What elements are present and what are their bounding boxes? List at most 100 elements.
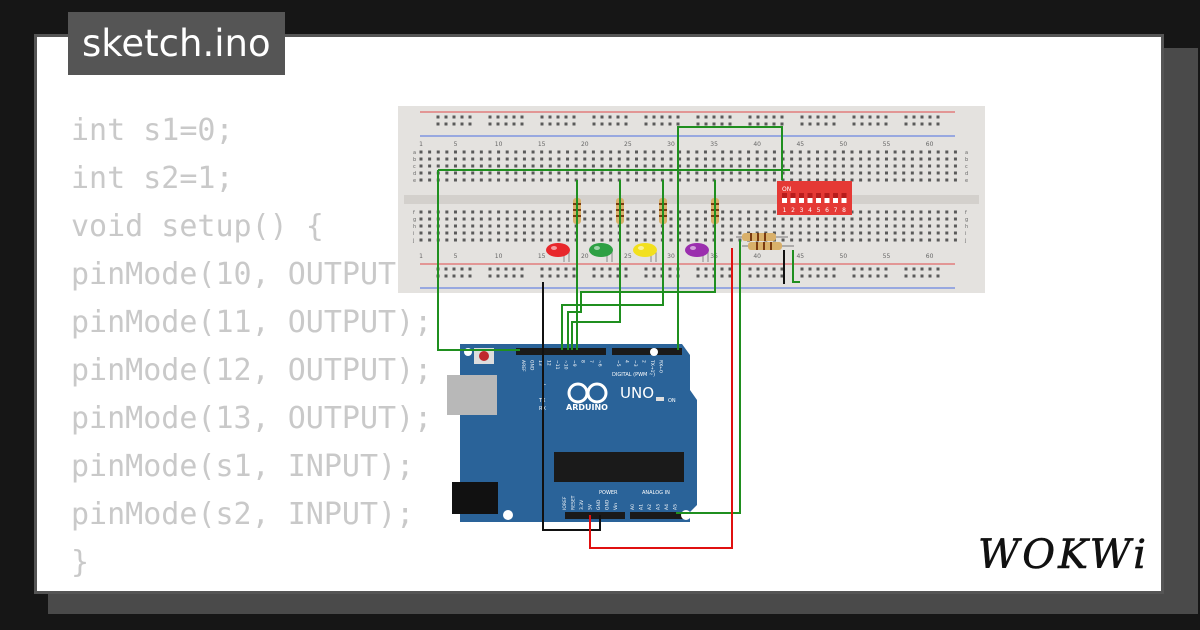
rail-hole[interactable] bbox=[444, 122, 448, 126]
breadboard-hole[interactable] bbox=[738, 210, 742, 214]
breadboard-hole[interactable] bbox=[859, 150, 863, 154]
breadboard-hole[interactable] bbox=[505, 157, 509, 161]
breadboard-hole[interactable] bbox=[721, 238, 725, 242]
rail-hole[interactable] bbox=[488, 115, 492, 119]
breadboard-hole[interactable] bbox=[893, 224, 897, 228]
rail-hole[interactable] bbox=[764, 274, 768, 278]
breadboard-hole[interactable] bbox=[919, 157, 923, 161]
breadboard-hole[interactable] bbox=[583, 210, 587, 214]
breadboard-hole[interactable] bbox=[643, 157, 647, 161]
breadboard-hole[interactable] bbox=[514, 178, 518, 182]
breadboard-hole[interactable] bbox=[764, 157, 768, 161]
breadboard-hole[interactable] bbox=[540, 178, 544, 182]
breadboard-hole[interactable] bbox=[884, 217, 888, 221]
breadboard-hole[interactable] bbox=[876, 171, 880, 175]
breadboard-hole[interactable] bbox=[479, 231, 483, 235]
breadboard-hole[interactable] bbox=[419, 150, 423, 154]
rail-hole[interactable] bbox=[884, 274, 888, 278]
breadboard-hole[interactable] bbox=[729, 171, 733, 175]
breadboard-hole[interactable] bbox=[583, 217, 587, 221]
rail-hole[interactable] bbox=[644, 122, 648, 126]
breadboard-hole[interactable] bbox=[557, 210, 561, 214]
rail-hole[interactable] bbox=[512, 122, 516, 126]
breadboard-hole[interactable] bbox=[712, 164, 716, 168]
breadboard-hole[interactable] bbox=[445, 178, 449, 182]
rail-hole[interactable] bbox=[644, 267, 648, 271]
breadboard-hole[interactable] bbox=[591, 238, 595, 242]
breadboard-hole[interactable] bbox=[902, 171, 906, 175]
breadboard-hole[interactable] bbox=[600, 178, 604, 182]
breadboard-hole[interactable] bbox=[859, 164, 863, 168]
breadboard-hole[interactable] bbox=[695, 238, 699, 242]
breadboard-hole[interactable] bbox=[841, 150, 845, 154]
breadboard-hole[interactable] bbox=[462, 210, 466, 214]
breadboard-hole[interactable] bbox=[867, 157, 871, 161]
breadboard-hole[interactable] bbox=[910, 157, 914, 161]
breadboard-hole[interactable] bbox=[522, 164, 526, 168]
rail-hole[interactable] bbox=[728, 122, 732, 126]
breadboard-hole[interactable] bbox=[479, 150, 483, 154]
rail-hole[interactable] bbox=[512, 115, 516, 119]
breadboard-hole[interactable] bbox=[833, 224, 837, 228]
breadboard-hole[interactable] bbox=[884, 178, 888, 182]
breadboard-hole[interactable] bbox=[721, 157, 725, 161]
breadboard-hole[interactable] bbox=[626, 178, 630, 182]
breadboard-hole[interactable] bbox=[936, 217, 940, 221]
breadboard-hole[interactable] bbox=[505, 164, 509, 168]
rail-hole[interactable] bbox=[460, 115, 464, 119]
breadboard-hole[interactable] bbox=[884, 231, 888, 235]
breadboard-hole[interactable] bbox=[738, 217, 742, 221]
breadboard-hole[interactable] bbox=[522, 210, 526, 214]
rail-hole[interactable] bbox=[756, 115, 760, 119]
breadboard-hole[interactable] bbox=[816, 224, 820, 228]
breadboard-hole[interactable] bbox=[652, 238, 656, 242]
rail-hole[interactable] bbox=[624, 267, 628, 271]
breadboard-hole[interactable] bbox=[738, 224, 742, 228]
breadboard-hole[interactable] bbox=[617, 164, 621, 168]
breadboard-hole[interactable] bbox=[626, 171, 630, 175]
breadboard-hole[interactable] bbox=[876, 150, 880, 154]
breadboard-hole[interactable] bbox=[522, 231, 526, 235]
rail-hole[interactable] bbox=[668, 115, 672, 119]
breadboard-hole[interactable] bbox=[703, 164, 707, 168]
breadboard-hole[interactable] bbox=[824, 231, 828, 235]
breadboard-hole[interactable] bbox=[936, 171, 940, 175]
breadboard-hole[interactable] bbox=[841, 157, 845, 161]
breadboard-hole[interactable] bbox=[617, 150, 621, 154]
breadboard-hole[interactable] bbox=[652, 171, 656, 175]
breadboard-hole[interactable] bbox=[479, 238, 483, 242]
breadboard-hole[interactable] bbox=[643, 171, 647, 175]
breadboard-hole[interactable] bbox=[453, 224, 457, 228]
breadboard-hole[interactable] bbox=[566, 231, 570, 235]
breadboard-hole[interactable] bbox=[945, 210, 949, 214]
rail-hole[interactable] bbox=[868, 122, 872, 126]
breadboard-hole[interactable] bbox=[876, 217, 880, 221]
rail-hole[interactable] bbox=[936, 122, 940, 126]
breadboard-hole[interactable] bbox=[540, 231, 544, 235]
breadboard-hole[interactable] bbox=[824, 164, 828, 168]
breadboard-hole[interactable] bbox=[488, 217, 492, 221]
breadboard-hole[interactable] bbox=[557, 171, 561, 175]
breadboard-hole[interactable] bbox=[635, 150, 638, 154]
rail-hole[interactable] bbox=[676, 115, 680, 119]
breadboard-hole[interactable] bbox=[824, 178, 828, 182]
breadboard-hole[interactable] bbox=[928, 157, 932, 161]
rail-hole[interactable] bbox=[816, 115, 820, 119]
breadboard-hole[interactable] bbox=[807, 157, 811, 161]
breadboard-hole[interactable] bbox=[428, 171, 432, 175]
breadboard-hole[interactable] bbox=[936, 178, 940, 182]
breadboard-hole[interactable] bbox=[867, 210, 871, 214]
breadboard-hole[interactable] bbox=[755, 157, 759, 161]
breadboard-hole[interactable] bbox=[824, 217, 828, 221]
breadboard-hole[interactable] bbox=[548, 231, 552, 235]
breadboard-hole[interactable] bbox=[428, 231, 432, 235]
breadboard-hole[interactable] bbox=[738, 171, 742, 175]
rail-hole[interactable] bbox=[468, 267, 472, 271]
breadboard-hole[interactable] bbox=[721, 231, 725, 235]
breadboard-hole[interactable] bbox=[928, 224, 932, 228]
rail-hole[interactable] bbox=[496, 122, 500, 126]
rail-hole[interactable] bbox=[808, 267, 812, 271]
breadboard-hole[interactable] bbox=[850, 164, 854, 168]
rail-hole[interactable] bbox=[808, 122, 812, 126]
